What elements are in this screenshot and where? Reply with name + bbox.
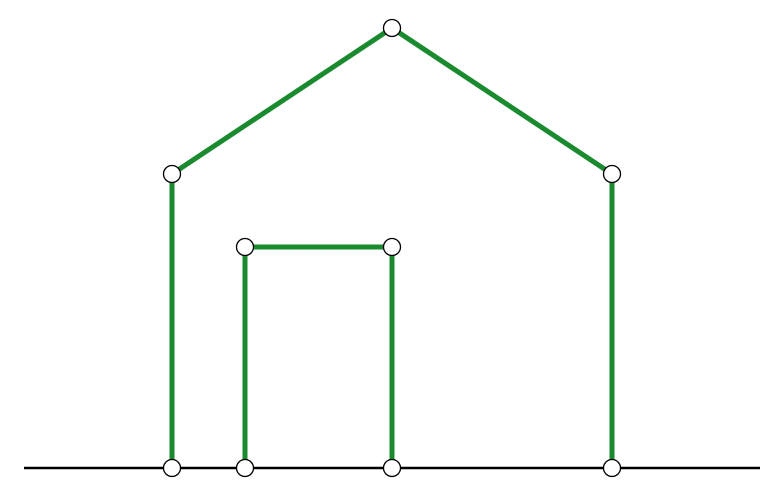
node-roof-peak[interactable] [382,18,402,38]
edge-layer [169,25,615,468]
node-door-top-left[interactable] [235,237,255,257]
node-ground-left-wall[interactable] [162,458,182,478]
node-ground-door-right[interactable] [382,458,402,478]
node-eave-right[interactable] [602,164,622,184]
node-eave-left[interactable] [162,164,182,184]
node-ground-right-wall[interactable] [602,458,622,478]
edge-eave-left-to-roof-peak [170,25,394,177]
node-ground-door-left[interactable] [235,458,255,478]
node-door-top-right[interactable] [382,237,402,257]
edge-roof-peak-to-eave-right [390,25,614,177]
node-layer [162,18,622,478]
